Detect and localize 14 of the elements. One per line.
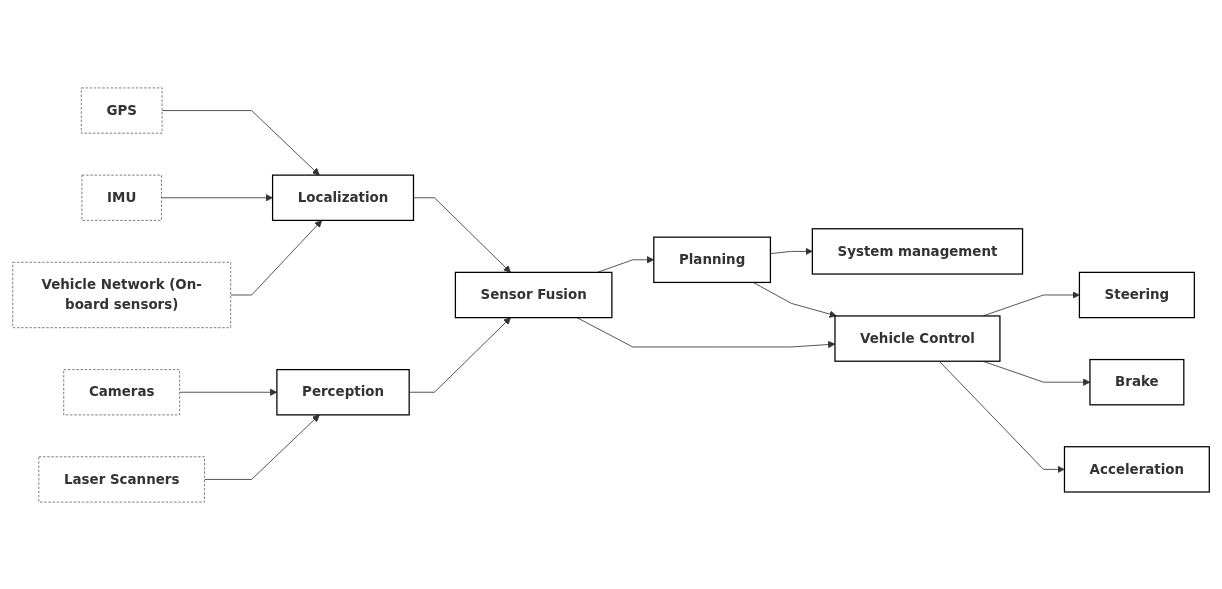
node-box: Cameras: [63, 368, 181, 415]
node-box: Acceleration: [1063, 445, 1210, 493]
node-box: System management: [811, 227, 1024, 275]
node-box: Sensor Fusion: [454, 271, 613, 318]
node-box: Brake: [1089, 358, 1185, 405]
node-box: Vehicle Network (On-board sensors): [12, 261, 232, 328]
node-box: IMU: [81, 174, 162, 221]
node-box: GPS: [80, 87, 163, 134]
node-box: Laser Scanners: [38, 455, 205, 502]
node-box: Perception: [276, 368, 410, 415]
node-box: Vehicle Control: [834, 314, 1001, 362]
node-box: Planning: [653, 236, 772, 283]
node-box: Steering: [1078, 271, 1195, 318]
node-box: Localization: [271, 174, 415, 221]
